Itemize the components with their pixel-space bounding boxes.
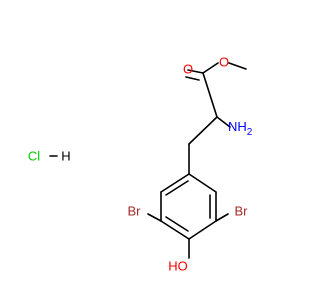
bond-ring-inner-2 [165, 216, 189, 232]
bond-alpha-amine [216, 116, 231, 128]
bond-ring-c4-c5 [188, 220, 217, 240]
molecule-canvas: O O NH2 Br Br HO Cl H [28, 54, 253, 273]
amine-nh-label: NH [228, 119, 247, 134]
bond-ring-c1-c2 [160, 173, 190, 193]
hcl-h-label: H [61, 148, 70, 163]
bond-ring-c3-c4 [160, 220, 190, 240]
bromine-right-label: Br [235, 203, 249, 218]
bond-carbonyl-double-2 [185, 76, 200, 81]
hcl-cl-label: Cl [28, 148, 40, 163]
amine-h-subscript: 2 [247, 127, 253, 138]
bond-methyl-ester-o [228, 62, 247, 70]
bromine-left-label: Br [128, 203, 142, 218]
carbonyl-oxygen-label: O [183, 61, 193, 76]
amine-label: NH2 [228, 119, 253, 137]
bond-ester-o-carbonyl [202, 62, 219, 74]
bond-ring-br-right [215, 213, 229, 222]
bond-ring-br-left [147, 213, 162, 222]
hydroxyl-label: HO [168, 258, 188, 273]
ester-oxygen-label: O [219, 54, 229, 69]
bond-alpha-beta [188, 116, 218, 145]
bond-group [49, 62, 247, 259]
bond-ring-inner-1 [165, 180, 189, 196]
bond-ring-c6-c1 [188, 173, 217, 193]
bond-carbonyl-double-1 [187, 69, 204, 74]
bond-carbonyl-alpha [202, 72, 218, 118]
